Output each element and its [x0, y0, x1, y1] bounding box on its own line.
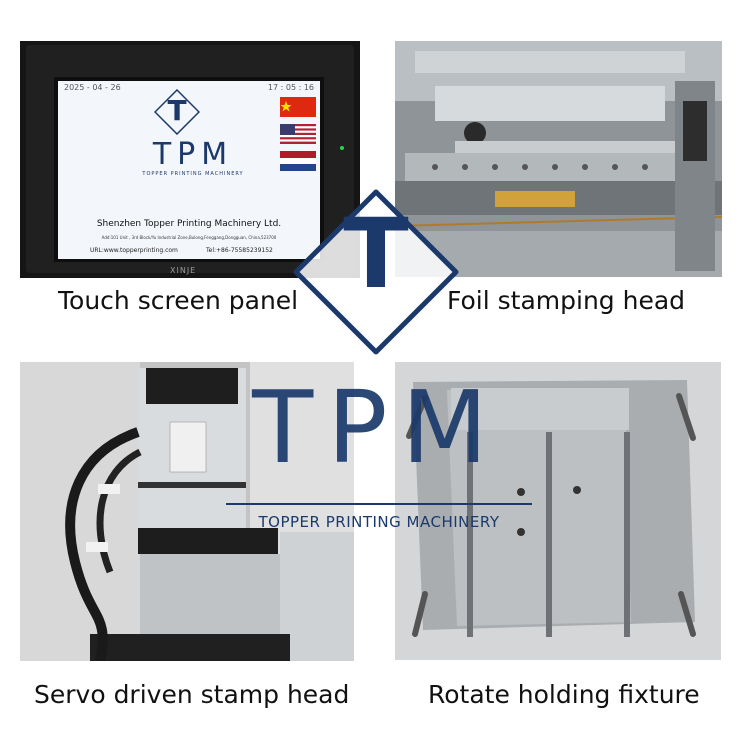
screen-date: 2025 - 04 - 26	[64, 83, 121, 92]
screen-tel: Tel:+86-75585239152	[206, 247, 273, 254]
watermark-logo-icon	[293, 189, 459, 355]
watermark-tagline: TOPPER PRINTING MACHINERY	[258, 513, 500, 531]
caption-rotate-holding-fixture: Rotate holding fixture	[428, 680, 700, 709]
screen-logo-tagline: TOPPER PRINTING MACHINERY	[142, 171, 244, 177]
rotate-holding-fixture-photo	[395, 362, 721, 660]
caption-servo-stamp-head: Servo driven stamp head	[34, 680, 350, 709]
screen-address: Add:101 Unit , 3rd Block/Yu Industrial Z…	[101, 235, 277, 240]
china-flag-icon	[280, 97, 316, 117]
screen-company-name: Shenzhen Topper Printing Machinery Ltd.	[96, 219, 282, 229]
screen-logo-text: TPM	[152, 137, 234, 172]
servo-stamp-head-photo	[20, 362, 354, 661]
usa-flag-icon	[280, 124, 316, 144]
watermark-logo-letter: T	[343, 198, 409, 310]
screen-logo-letter: T	[167, 94, 187, 127]
caption-touch-screen: Touch screen panel	[58, 286, 299, 315]
watermark-text: TPM	[252, 369, 502, 486]
screen-url: URL:www.topperprinting.com	[90, 247, 178, 254]
hmi-brand-label: XINJE	[170, 266, 197, 275]
foil-stamping-head-photo	[395, 41, 722, 277]
hmi-display: 2025 - 04 - 26 17 : 05 : 16 T TPM TOPPER…	[58, 81, 320, 259]
screen-logo-icon	[154, 89, 200, 135]
touch-screen-photo: 2025 - 04 - 26 17 : 05 : 16 T TPM TOPPER…	[20, 41, 360, 278]
caption-foil-stamping-head: Foil stamping head	[447, 286, 686, 315]
language-flags[interactable]	[280, 97, 316, 197]
netherlands-flag-icon	[280, 151, 316, 171]
screen-time: 17 : 05 : 16	[267, 83, 314, 92]
watermark-divider	[226, 503, 532, 505]
